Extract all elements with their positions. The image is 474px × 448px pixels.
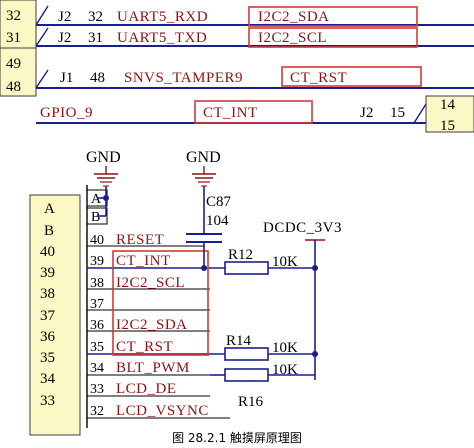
lcd-pin-rows: A B 40 39 38 37 36 35 34 33 32 RESET CT_… xyxy=(86,189,318,419)
pin-number: 34 xyxy=(90,361,104,376)
connector-ref: J2 xyxy=(58,30,71,46)
net-gpio9: GPIO_9 CT_INT J2 15 xyxy=(36,100,427,124)
pin-label: CT_RST xyxy=(116,339,173,355)
connector-pin: 15 xyxy=(440,118,455,134)
net-alt-label: I2C2_SDA xyxy=(258,9,330,25)
connector-pin-number: 15 xyxy=(390,105,405,121)
junction-dot xyxy=(312,265,318,271)
net-snvs-tamper9: J1 48 SNVS_TAMPER9 CT_RST xyxy=(35,66,474,89)
net-uart5-rxd: J2 32 UART5_RXD I2C2_SDA xyxy=(35,5,474,27)
pin-number: 33 xyxy=(90,382,104,397)
pin-number: 38 xyxy=(90,276,104,291)
net-label: GPIO_9 xyxy=(40,105,93,121)
net-label: UART5_TXD xyxy=(117,30,207,46)
highlight-box xyxy=(112,250,209,356)
pin-label: CT_INT xyxy=(116,253,171,269)
net-label: UART5_RXD xyxy=(117,9,208,25)
highlight-box xyxy=(248,6,418,27)
resistor-value: 10K xyxy=(272,340,298,356)
connector-pin: 35 xyxy=(40,350,55,366)
connector-pin-number: 32 xyxy=(88,9,103,25)
pin-label: I2C2_SCL xyxy=(116,275,185,291)
connector-pin: 32 xyxy=(6,8,21,24)
junction-dot xyxy=(201,265,207,271)
connector-pin: 40 xyxy=(40,244,55,260)
bus-entry-icon xyxy=(35,69,49,89)
pin-label: I2C2_SDA xyxy=(116,317,188,333)
pin-label: LCD_DE xyxy=(116,381,177,397)
resistor-ref: R16 xyxy=(238,394,264,410)
resistor-icon xyxy=(224,368,269,382)
resistor-ref: R12 xyxy=(228,247,253,263)
connector-pin: 38 xyxy=(40,286,55,302)
connector-pin-number: 48 xyxy=(90,70,105,86)
capacitor-value: 104 xyxy=(206,213,229,229)
resistor-r12: R12 10K xyxy=(201,247,298,275)
connector-block-icon xyxy=(425,95,474,133)
junction-dot xyxy=(312,351,318,357)
capacitor-ref: C87 xyxy=(206,194,232,210)
pin-number: 39 xyxy=(90,254,104,269)
net-alt-label: I2C2_SCL xyxy=(258,30,327,46)
connector-pin: 31 xyxy=(6,30,21,46)
pin-number: A xyxy=(91,192,102,207)
power-rail-dcdc: DCDC_3V3 xyxy=(263,220,342,380)
figure-caption: 图 28.2.1 触摸屏原理图 xyxy=(172,431,302,445)
highlight-box xyxy=(281,66,422,87)
ground-symbol-capacitor: GND C87 104 xyxy=(184,149,232,268)
ground-label: GND xyxy=(186,149,221,166)
connector-pin: 36 xyxy=(40,329,56,345)
connector-pin-number: 31 xyxy=(88,30,103,46)
connector-pin: 49 xyxy=(6,56,21,72)
resistor-value: 10K xyxy=(272,362,298,378)
pin-number: B xyxy=(91,210,100,225)
connector-ref: J2 xyxy=(360,105,373,121)
net-label: SNVS_TAMPER9 xyxy=(124,70,243,86)
connector-pin: B xyxy=(44,223,54,239)
connector-pin: 14 xyxy=(440,97,456,113)
pin-number: 40 xyxy=(90,233,104,248)
highlight-box xyxy=(248,27,418,48)
power-label: DCDC_3V3 xyxy=(263,220,342,236)
connector-pin: 37 xyxy=(40,308,56,324)
pin-number: 37 xyxy=(90,297,104,312)
pin-number: 32 xyxy=(90,404,104,419)
connector-pin: 33 xyxy=(40,393,55,409)
net-alt-label: CT_INT xyxy=(203,105,258,121)
connector-ref: J2 xyxy=(58,9,71,25)
resistor-r16: 10K R16 xyxy=(210,362,315,410)
ground-symbol-left: GND xyxy=(86,149,121,217)
bus-entry-icon xyxy=(413,103,427,124)
pin-label: RESET xyxy=(116,232,164,248)
bus-entry-icon xyxy=(35,27,49,47)
highlight-box xyxy=(194,100,313,124)
connector-pin: 48 xyxy=(6,79,21,95)
lcd-connector: A B 40 39 38 37 36 35 34 33 xyxy=(29,194,81,436)
resistor-ref: R14 xyxy=(226,333,252,349)
connector-block-icon xyxy=(29,194,81,436)
bus-entry-icon xyxy=(35,5,49,26)
ground-label: GND xyxy=(86,149,121,166)
top-left-connector: 32 31 49 48 xyxy=(0,0,37,97)
junction-dot xyxy=(103,195,109,201)
pin-number: 35 xyxy=(90,340,104,355)
top-right-connector: 14 15 xyxy=(425,95,474,134)
resistor-icon xyxy=(224,347,269,361)
pin-label: BLT_PWM xyxy=(116,360,190,376)
pin-number: 36 xyxy=(90,318,104,333)
net-alt-label: CT_RST xyxy=(290,70,347,86)
connector-ref: J1 xyxy=(60,70,73,86)
resistor-icon xyxy=(224,261,269,275)
pin-label: LCD_VSYNC xyxy=(116,403,209,419)
connector-pin: 34 xyxy=(40,371,56,387)
connector-pin: A xyxy=(44,201,55,217)
connector-pin: 39 xyxy=(40,265,55,281)
resistor-value: 10K xyxy=(272,254,298,270)
resistor-r14: R14 10K xyxy=(224,333,298,361)
net-uart5-txd: J2 31 UART5_TXD I2C2_SCL xyxy=(35,27,474,48)
pin-box xyxy=(86,207,108,225)
